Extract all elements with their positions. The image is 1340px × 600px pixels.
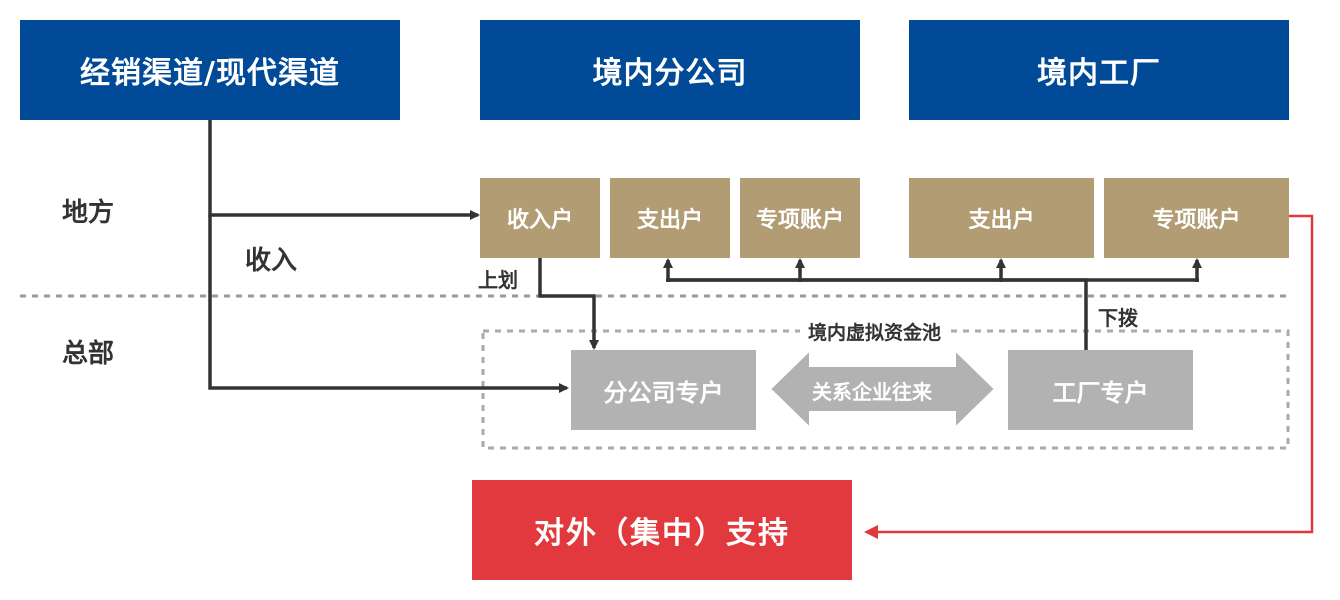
- relation-double-arrow: [768, 347, 997, 431]
- pool-region: [481, 329, 1290, 450]
- channel-to-income-arrow: [208, 120, 480, 220]
- external-support-label: 对外（集中）支持: [534, 516, 790, 551]
- factory-special-account: 专项账户: [1104, 178, 1289, 258]
- channel-label: 经销渠道/现代渠道: [80, 56, 340, 91]
- branch-pool-account-label: 分公司专户: [603, 378, 724, 407]
- branch-expense-account-label: 支出户: [636, 208, 703, 233]
- factory-special-account-label: 专项账户: [1152, 208, 1241, 233]
- factory-pool-account-label: 工厂专户: [1052, 378, 1149, 407]
- branch-pool-account: 分公司专户: [571, 350, 756, 430]
- transfer-up-label: 上划: [478, 268, 518, 292]
- factory-expense-account-label: 支出户: [968, 208, 1035, 233]
- factory-expense-account: 支出户: [909, 178, 1094, 258]
- pool-title: 境内虚拟资金池: [800, 318, 950, 345]
- special-to-support-arrow: [864, 214, 1314, 539]
- zone-hq-label: 总部: [62, 339, 115, 369]
- factory-label: 境内工厂: [1037, 56, 1161, 91]
- transfer-up-arrow: [538, 258, 599, 350]
- branch-income-account: 收入户: [480, 178, 600, 258]
- factory-pool-account: 工厂专户: [1008, 350, 1193, 430]
- factory-box: 境内工厂: [909, 20, 1289, 120]
- income-flow-label: 收入: [245, 246, 298, 276]
- channel-box: 经销渠道/现代渠道: [20, 20, 400, 120]
- branch-special-account: 专项账户: [740, 178, 860, 258]
- branch-expense-account: 支出户: [610, 178, 730, 258]
- channel-to-branch-account-arrow: [208, 215, 569, 393]
- branch-income-account-label: 收入户: [506, 208, 573, 233]
- external-support-box: 对外（集中）支持: [472, 480, 852, 580]
- branch-special-account-label: 专项账户: [755, 208, 844, 233]
- branch-company-label: 境内分公司: [592, 56, 748, 91]
- relation-label: 关系企业往来: [812, 380, 932, 404]
- zone-local-label: 地方: [62, 198, 115, 228]
- branch-company-box: 境内分公司: [480, 20, 860, 120]
- allocate-down-label: 下拨: [1098, 306, 1138, 330]
